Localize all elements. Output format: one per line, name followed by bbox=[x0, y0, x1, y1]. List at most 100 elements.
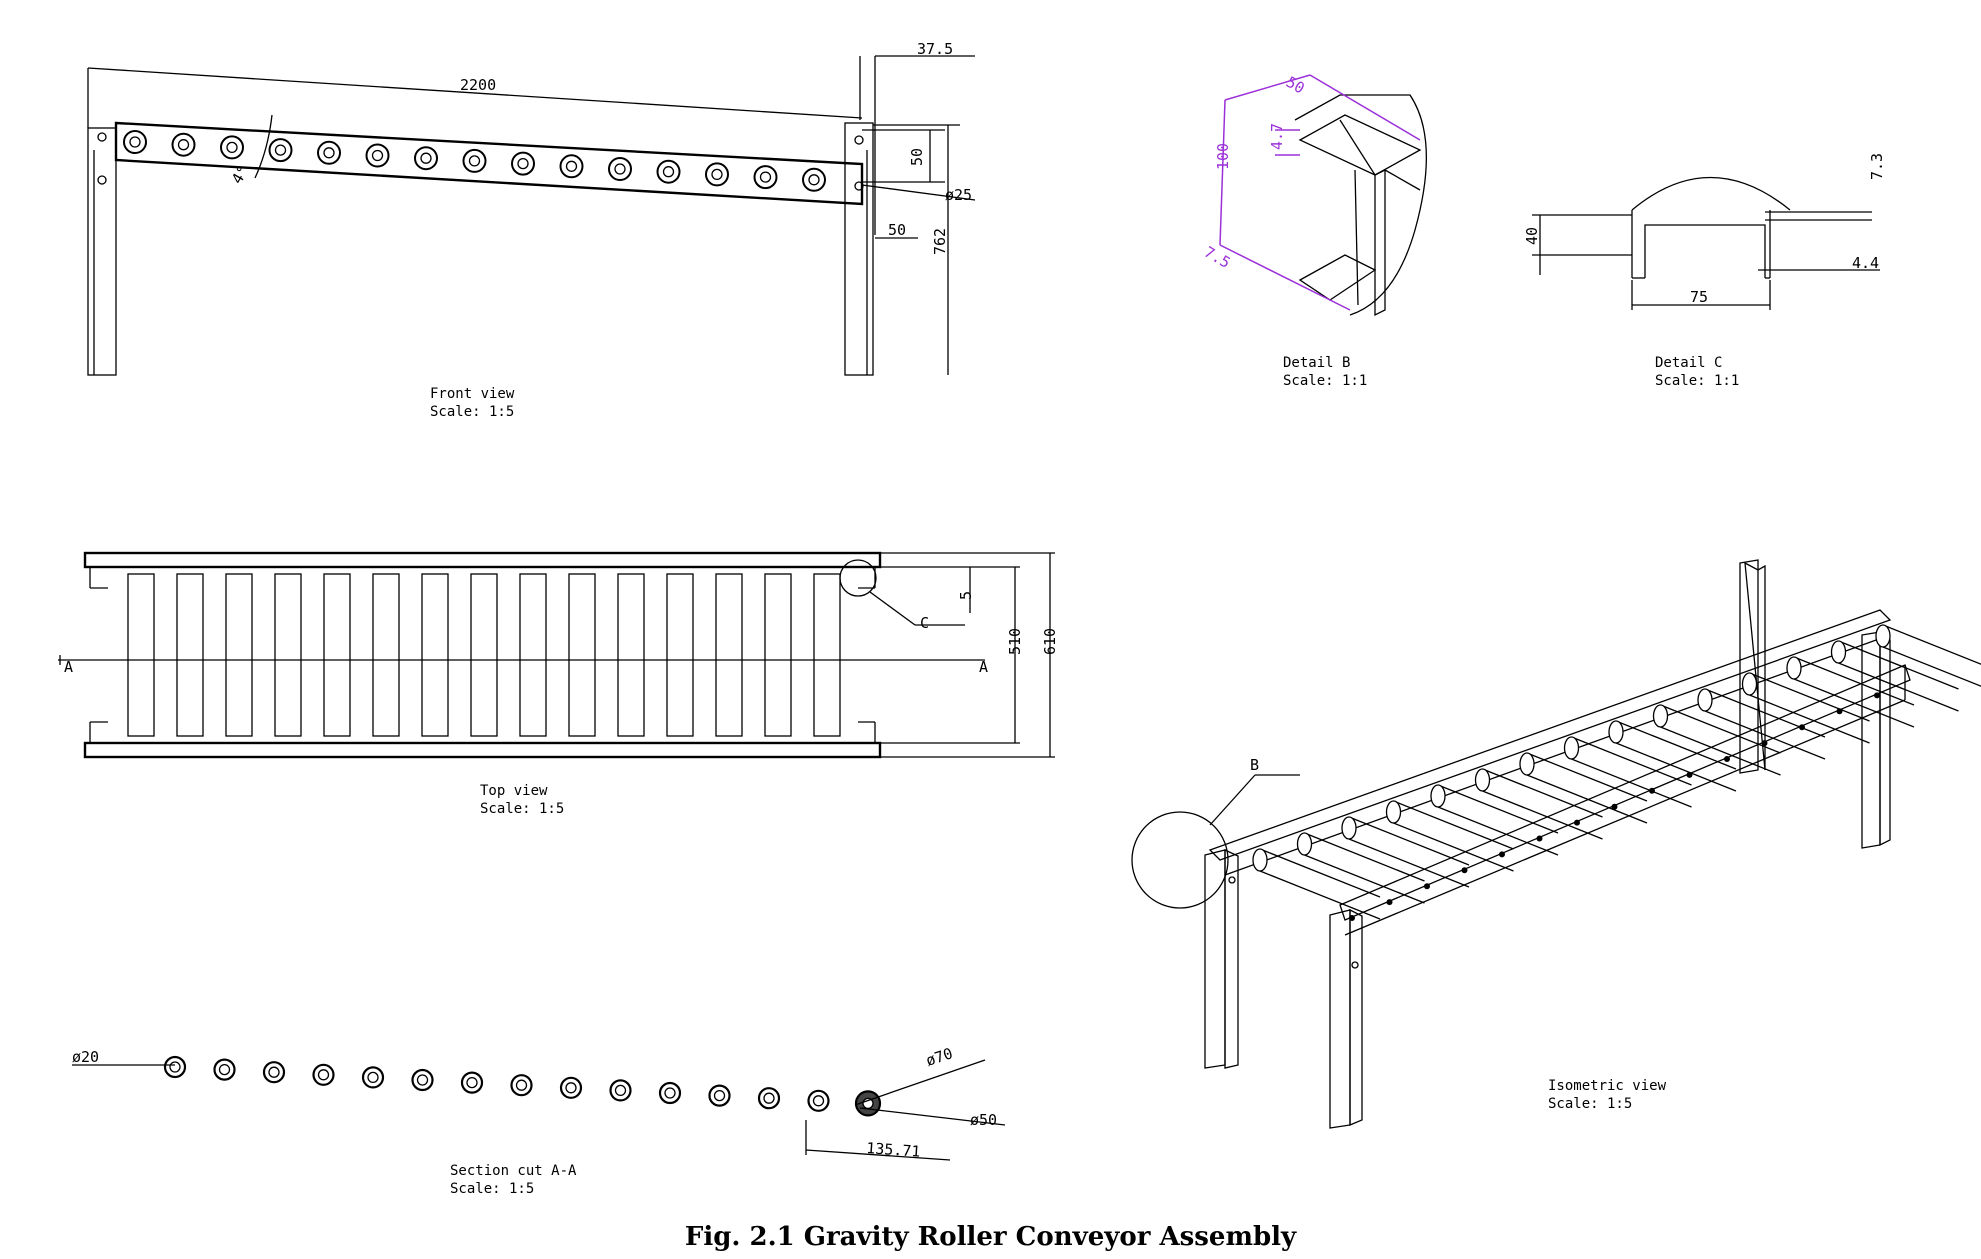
dim-leg-width-50: 50 bbox=[888, 221, 906, 239]
iso-rollers bbox=[1252, 624, 1981, 921]
detail-b: 50 4.7 100 7.5 Detail B Scale: 1:1 bbox=[1201, 73, 1427, 389]
front-roller bbox=[365, 143, 390, 168]
iso-roller bbox=[1430, 784, 1559, 858]
detail-c-marker: C bbox=[920, 614, 929, 632]
iso-roller bbox=[1608, 720, 1737, 794]
top-roller bbox=[617, 573, 645, 737]
top-frame-upper-rail bbox=[83, 551, 882, 569]
front-roller bbox=[268, 138, 293, 163]
top-roller bbox=[764, 573, 792, 737]
front-roller bbox=[462, 148, 487, 173]
top-roller bbox=[176, 573, 204, 737]
detail-c-scale: Scale: 1:1 bbox=[1655, 373, 1739, 389]
iso-roller bbox=[1474, 768, 1603, 842]
iso-roller bbox=[1874, 624, 1981, 699]
detail-c: 40 7.3 4.4 75 Detail C Scale: 1:1 bbox=[1523, 153, 1886, 389]
iso-roller bbox=[1296, 832, 1425, 906]
dim-offset-37-5: 37.5 bbox=[917, 40, 953, 58]
iso-roller bbox=[1830, 640, 1959, 715]
front-roller bbox=[559, 154, 584, 179]
iso-front-rail bbox=[1339, 664, 1911, 921]
iso-roller bbox=[1697, 688, 1826, 762]
detail-b-marker: B bbox=[1250, 756, 1259, 774]
dim-section-inner-50: ø50 bbox=[970, 1111, 997, 1129]
section-roller bbox=[213, 1058, 236, 1081]
top-frame-lower-rail bbox=[83, 741, 882, 759]
section-roller bbox=[312, 1063, 335, 1086]
section-roller bbox=[757, 1087, 781, 1110]
front-roller bbox=[317, 140, 341, 165]
section-roller bbox=[559, 1076, 583, 1099]
section-roller bbox=[163, 1055, 187, 1079]
dim-section-shaft-20: ø20 bbox=[72, 1048, 99, 1066]
dim-hole-spacing-50: 50 bbox=[908, 148, 926, 166]
front-roller bbox=[705, 162, 729, 187]
front-roller bbox=[171, 132, 196, 157]
front-left-leg bbox=[87, 127, 117, 376]
iso-roller bbox=[1652, 704, 1781, 778]
top-view-label: Top view bbox=[480, 783, 548, 799]
section-roller bbox=[708, 1084, 731, 1107]
dim-section-outer-70: ø70 bbox=[924, 1044, 955, 1069]
dim-top-outer-610: 610 bbox=[1041, 628, 1059, 655]
top-roller bbox=[715, 573, 743, 737]
top-roller bbox=[813, 573, 841, 737]
detail-b-label: Detail B bbox=[1283, 355, 1350, 371]
front-view-scale: Scale: 1:5 bbox=[430, 404, 514, 420]
section-rollers bbox=[163, 1055, 882, 1117]
section-roller bbox=[262, 1061, 286, 1084]
dim-b-web-4-7: 4.7 bbox=[1268, 123, 1286, 150]
dim-top-gap-5: 5 bbox=[957, 591, 975, 600]
front-roller bbox=[220, 135, 244, 160]
section-roller bbox=[361, 1066, 385, 1089]
dim-c-height-40: 40 bbox=[1523, 227, 1541, 245]
dim-height-762: 762 bbox=[931, 228, 949, 255]
front-roller bbox=[123, 130, 147, 154]
front-roller bbox=[511, 151, 535, 176]
detail-c-label: Detail C bbox=[1655, 355, 1722, 371]
front-roller bbox=[414, 146, 438, 171]
iso-roller bbox=[1786, 656, 1915, 731]
section-marker-a-right: A bbox=[979, 658, 988, 676]
top-roller bbox=[225, 573, 253, 737]
section-roller bbox=[609, 1079, 632, 1102]
dim-c-thickness-4-4: 4.4 bbox=[1852, 254, 1879, 272]
section-roller bbox=[658, 1081, 682, 1105]
dim-c-width-75: 75 bbox=[1690, 288, 1708, 306]
top-roller bbox=[421, 573, 449, 737]
front-roller bbox=[608, 157, 632, 181]
dim-section-pitch: 135.71 bbox=[866, 1139, 921, 1161]
dim-length-2200: 2200 bbox=[460, 76, 496, 94]
front-roller bbox=[753, 165, 778, 190]
top-roller bbox=[568, 573, 596, 737]
detail-c-callout-circle bbox=[839, 559, 877, 597]
section-roller bbox=[411, 1068, 434, 1092]
front-view-label: Front view bbox=[430, 386, 515, 402]
top-roller bbox=[274, 573, 302, 737]
top-roller bbox=[323, 573, 351, 737]
section-marker-a-left: A bbox=[64, 658, 73, 676]
iso-roller bbox=[1563, 736, 1692, 810]
section-cut-view: ø20 ø70 ø50 135.71 Section cut A-A Scale… bbox=[72, 1044, 1006, 1197]
top-rollers bbox=[127, 573, 841, 737]
top-roller bbox=[666, 573, 694, 737]
detail-b-callout-circle bbox=[1131, 811, 1229, 909]
top-roller bbox=[127, 573, 155, 737]
isometric-view-label: Isometric view bbox=[1548, 1078, 1667, 1094]
front-roller bbox=[656, 159, 681, 184]
isometric-view: B Isometric view Scale: 1:5 bbox=[1131, 559, 1981, 1129]
front-right-leg bbox=[844, 122, 874, 376]
iso-roller bbox=[1519, 752, 1648, 826]
section-roller bbox=[807, 1089, 830, 1112]
top-view: A A C 5 510 610 Top view Scale: 1:5 bbox=[58, 551, 1059, 817]
iso-roller bbox=[1385, 800, 1514, 874]
dim-c-top-7-3: 7.3 bbox=[1868, 153, 1886, 180]
dim-b-depth-7-5: 7.5 bbox=[1201, 243, 1233, 272]
dim-top-inner-510: 510 bbox=[1006, 628, 1024, 655]
iso-roller bbox=[1741, 672, 1870, 747]
dim-b-height-100: 100 bbox=[1214, 143, 1232, 170]
top-roller bbox=[372, 573, 400, 737]
isometric-view-scale: Scale: 1:5 bbox=[1548, 1096, 1632, 1112]
top-view-scale: Scale: 1:5 bbox=[480, 801, 564, 817]
